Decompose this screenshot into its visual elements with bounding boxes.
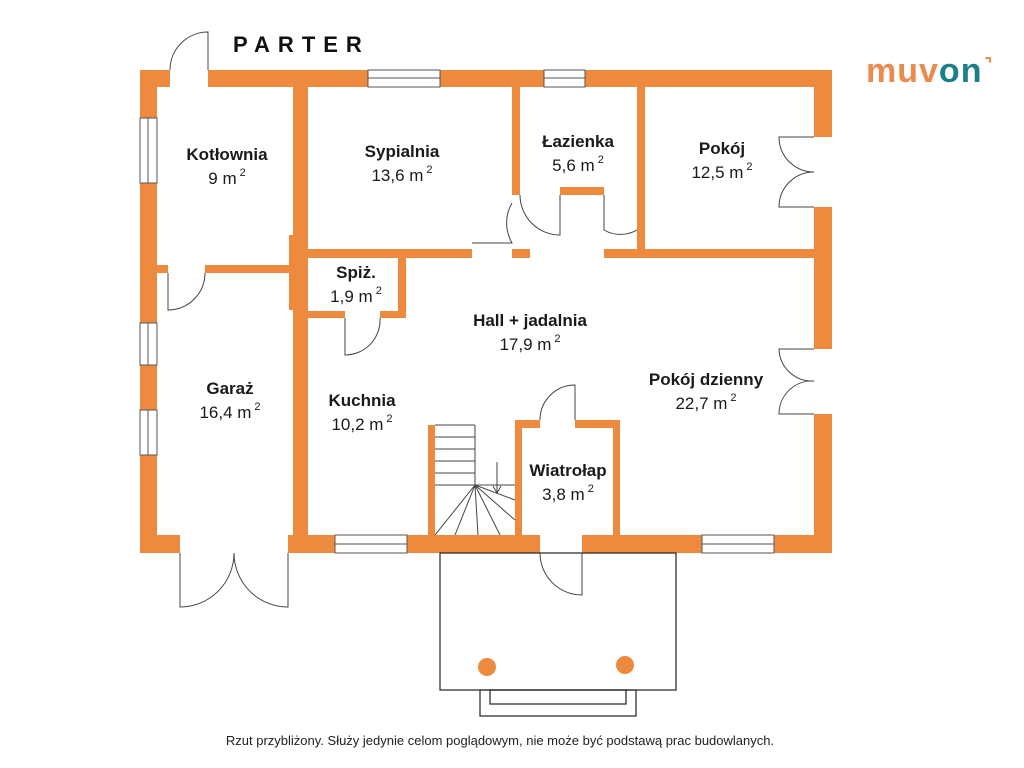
door-swings bbox=[167, 31, 815, 608]
column-marker bbox=[616, 656, 634, 674]
staircase bbox=[434, 424, 516, 536]
openings bbox=[139, 69, 775, 554]
terrace bbox=[439, 552, 677, 717]
muvon-logo: muvon˺ bbox=[866, 52, 995, 90]
disclaimer: Rzut przybliżony. Służy jedynie celom po… bbox=[225, 733, 775, 748]
column-marker bbox=[478, 658, 496, 676]
floor-title: PARTER bbox=[233, 32, 370, 57]
